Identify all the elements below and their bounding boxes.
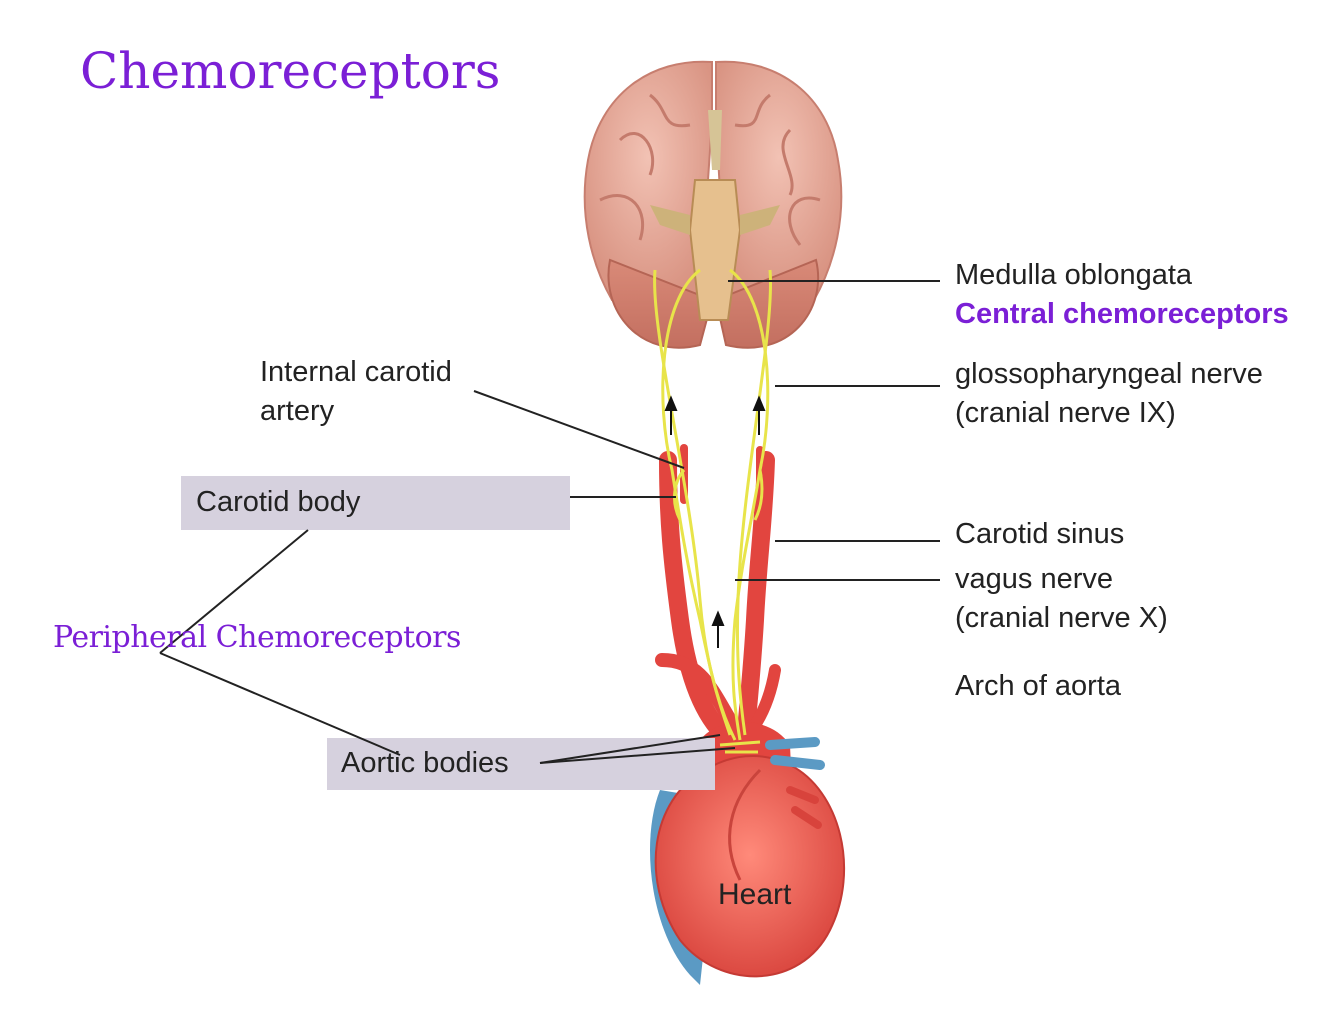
label-vagus-1: vagus nerve (955, 563, 1113, 595)
label-glossopharyngeal-1: glossopharyngeal nerve (955, 358, 1263, 390)
brain-icon (583, 60, 843, 349)
label-medulla: Medulla oblongata (955, 259, 1193, 291)
label-carotid-body: Carotid body (196, 486, 361, 518)
label-internal-carotid-2: artery (260, 395, 335, 427)
heart-icon (650, 721, 846, 985)
label-central-chemoreceptors: Central chemoreceptors (955, 298, 1289, 330)
carotid-body-box (181, 476, 570, 530)
label-peripheral-chemoreceptors: Peripheral Chemoreceptors (53, 620, 461, 655)
nerves (653, 268, 772, 754)
label-aortic-bodies: Aortic bodies (341, 747, 509, 779)
label-vagus-2: (cranial nerve X) (955, 602, 1168, 634)
label-carotid-sinus: Carotid sinus (955, 518, 1125, 550)
arrow-up-icons (664, 395, 766, 648)
label-heart: Heart (718, 878, 792, 911)
label-glossopharyngeal-2: (cranial nerve IX) (955, 397, 1176, 429)
leader-lines (159, 280, 940, 764)
label-internal-carotid-1: Internal carotid (260, 356, 452, 388)
page-title: Chemoreceptors (80, 42, 501, 100)
label-arch-of-aorta: Arch of aorta (955, 670, 1122, 702)
